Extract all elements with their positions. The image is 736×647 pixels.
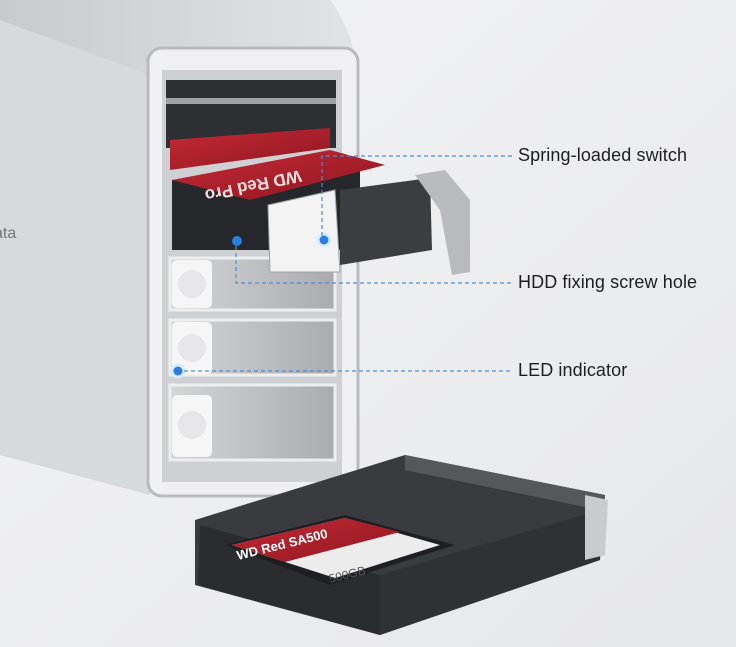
callout-lines bbox=[184, 155, 512, 372]
hdd-tray: WD Red Pro bbox=[170, 150, 470, 379]
callout-spring-loaded-switch: Spring-loaded switch bbox=[518, 145, 688, 165]
drive-bay bbox=[168, 383, 337, 462]
ssd-adapter-tray: WD Red SA500 500GB bbox=[195, 455, 608, 635]
drive-bay bbox=[168, 318, 337, 377]
callout-led-indicator: LED indicator bbox=[518, 360, 628, 380]
drive-bay bbox=[168, 256, 337, 312]
brand-text: ata bbox=[0, 225, 16, 242]
callout-hdd-screw-hole: HDD fixing screw hole bbox=[518, 272, 698, 292]
